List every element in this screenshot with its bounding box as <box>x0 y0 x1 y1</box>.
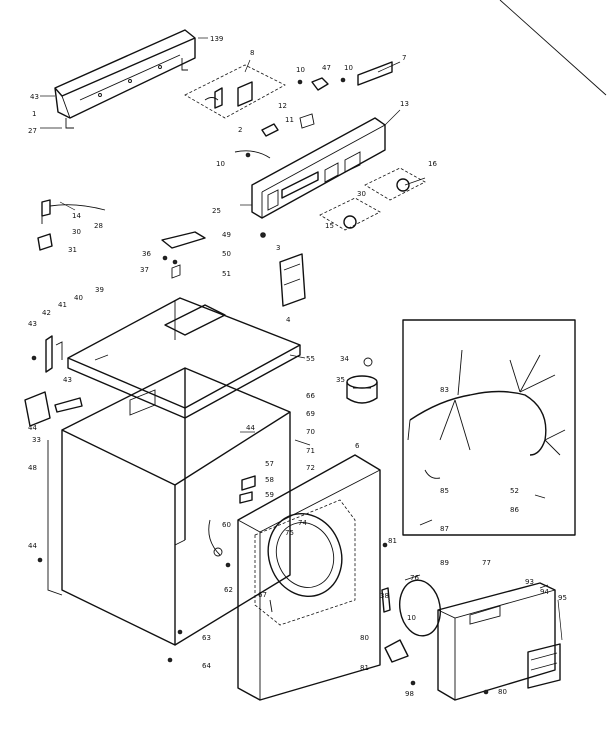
label-89: 89 <box>440 559 449 567</box>
label-48: 48 <box>28 464 37 472</box>
label-34: 34 <box>340 355 349 363</box>
label-52: 52 <box>510 487 519 495</box>
label-58: 58 <box>265 476 274 484</box>
label-43b: 43 <box>28 320 37 328</box>
label-81a: 81 <box>388 537 397 545</box>
label-93: 93 <box>525 578 534 586</box>
bottom-hardware <box>37 542 489 695</box>
label-51: 51 <box>222 270 231 278</box>
label-38: 38 <box>380 592 389 600</box>
cabinet <box>47 367 291 646</box>
label-55: 55 <box>306 355 315 363</box>
timer-bracket <box>184 64 286 119</box>
label-44c: 44 <box>28 542 37 550</box>
label-15: 15 <box>325 222 334 230</box>
label-43a: 43 <box>30 93 39 101</box>
label-69: 69 <box>306 410 315 418</box>
label-59: 59 <box>265 491 274 499</box>
switch-bracket <box>161 231 206 279</box>
switch-parts <box>234 61 393 159</box>
label-6: 6 <box>355 442 360 450</box>
label-83: 83 <box>440 386 449 394</box>
label-39: 39 <box>95 286 104 294</box>
label-10a: 10 <box>296 66 305 74</box>
label-7: 7 <box>402 54 406 62</box>
label-31: 31 <box>68 246 77 254</box>
small-panel <box>279 253 306 307</box>
label-10c: 10 <box>216 160 225 168</box>
label-94: 94 <box>540 588 549 596</box>
front-panel <box>237 454 381 701</box>
label-80b: 80 <box>498 688 507 696</box>
label-8: 8 <box>250 49 254 57</box>
label-3: 3 <box>276 244 280 252</box>
label-62: 62 <box>224 586 233 594</box>
label-63: 63 <box>202 634 211 642</box>
label-85: 85 <box>440 487 449 495</box>
label-76: 76 <box>410 574 419 582</box>
label-72: 72 <box>306 464 315 472</box>
label-4: 4 <box>286 316 291 324</box>
label-12: 12 <box>278 102 287 110</box>
label-47: 47 <box>322 64 331 72</box>
label-30a: 30 <box>357 190 366 198</box>
label-36: 36 <box>142 250 151 258</box>
label-14: 14 <box>72 212 81 220</box>
control-panel <box>251 117 386 219</box>
top-cover <box>67 297 301 419</box>
hinge-parts <box>208 475 256 568</box>
label-75: 75 <box>285 529 294 537</box>
label-35: 35 <box>336 376 345 384</box>
label-28: 28 <box>94 222 103 230</box>
pump <box>346 357 378 404</box>
label-10d: 10 <box>407 614 416 622</box>
label-30b: 30 <box>72 228 81 236</box>
label-25: 25 <box>212 207 221 215</box>
label-50: 50 <box>222 250 231 258</box>
label-71: 71 <box>306 447 315 455</box>
label-70: 70 <box>306 428 315 436</box>
label-33: 33 <box>32 436 41 444</box>
part-labels: 139 43 1 27 8 10 47 10 7 12 2 11 13 10 1… <box>28 35 567 698</box>
side-brackets <box>24 335 83 427</box>
label-67: 67 <box>258 591 267 599</box>
label-80a: 80 <box>360 634 369 642</box>
label-95: 95 <box>558 594 567 602</box>
label-43c: 43 <box>63 376 72 384</box>
label-27: 27 <box>28 127 37 135</box>
label-86: 86 <box>510 506 519 514</box>
label-10b: 10 <box>344 64 353 72</box>
label-1: 1 <box>32 110 36 118</box>
leader-lines <box>40 37 563 641</box>
label-66: 66 <box>306 392 315 400</box>
label-42: 42 <box>42 309 51 317</box>
label-37: 37 <box>140 266 149 274</box>
label-74: 74 <box>298 519 307 527</box>
console-rear-panel <box>54 29 196 129</box>
door <box>399 579 561 701</box>
label-81b: 81 <box>360 664 369 672</box>
label-98: 98 <box>405 690 414 698</box>
label-139: 139 <box>210 35 223 43</box>
label-87: 87 <box>440 525 449 533</box>
label-49: 49 <box>222 231 231 239</box>
lid-switch <box>37 199 106 251</box>
label-77: 77 <box>482 559 491 567</box>
label-44b: 44 <box>246 424 255 432</box>
label-13: 13 <box>400 100 409 108</box>
label-16: 16 <box>428 160 437 168</box>
label-57: 57 <box>265 460 274 468</box>
label-2: 2 <box>238 126 242 134</box>
label-60: 60 <box>222 521 231 529</box>
label-44a: 44 <box>28 424 37 432</box>
wire-harness-inset <box>402 319 576 536</box>
label-11: 11 <box>285 116 294 124</box>
label-64: 64 <box>202 662 211 670</box>
label-41: 41 <box>58 301 67 309</box>
label-40: 40 <box>74 294 83 302</box>
knob-assembly <box>260 167 426 238</box>
